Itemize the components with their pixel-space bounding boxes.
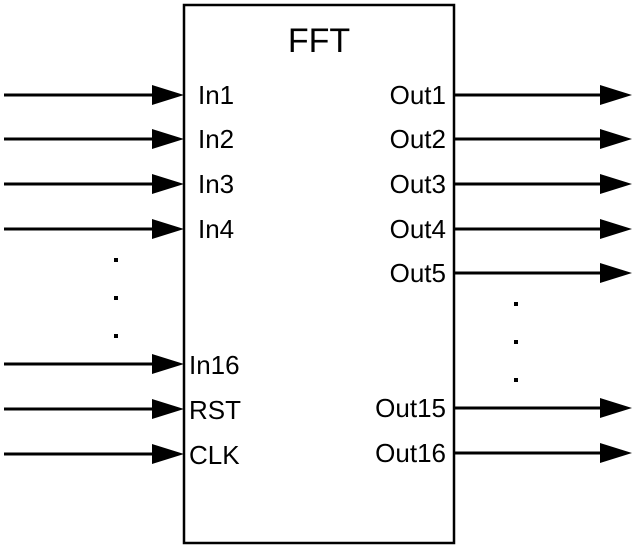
ellipsis-dot xyxy=(114,334,118,338)
output-arrows xyxy=(454,85,632,463)
input-label-in16: In16 xyxy=(189,350,240,380)
input-arrows xyxy=(4,85,184,464)
arrowhead-icon xyxy=(600,263,632,283)
arrowhead-icon xyxy=(152,354,184,374)
output-label-out4: Out4 xyxy=(390,214,446,244)
ellipsis-dot xyxy=(514,378,518,382)
fft-block xyxy=(182,3,456,545)
ellipsis-dot xyxy=(514,302,518,306)
arrowhead-icon xyxy=(152,174,184,194)
arrowhead-icon xyxy=(152,444,184,464)
input-label-in4: In4 xyxy=(198,214,234,244)
output-label-out1: Out1 xyxy=(390,80,446,110)
input-label-in1: In1 xyxy=(198,80,234,110)
arrowhead-icon xyxy=(600,398,632,418)
output-ellipsis xyxy=(514,302,518,382)
ellipsis-dot xyxy=(114,296,118,300)
arrowhead-icon xyxy=(152,219,184,239)
input-label-in2: In2 xyxy=(198,124,234,154)
input-label-clk: CLK xyxy=(189,440,240,470)
output-label-out2: Out2 xyxy=(390,124,446,154)
output-label-out5: Out5 xyxy=(390,258,446,288)
arrowhead-icon xyxy=(600,219,632,239)
output-label-out15: Out15 xyxy=(375,393,446,423)
output-labels: Out1 Out2 Out3 Out4 Out5 Out15 Out16 xyxy=(375,80,446,468)
arrowhead-icon xyxy=(152,85,184,105)
arrowhead-icon xyxy=(152,129,184,149)
input-label-rst: RST xyxy=(189,395,241,425)
output-label-out3: Out3 xyxy=(390,169,446,199)
arrowhead-icon xyxy=(600,129,632,149)
ellipsis-dot xyxy=(514,340,518,344)
input-label-in3: In3 xyxy=(198,169,234,199)
input-labels: In1 In2 In3 In4 In16 RST CLK xyxy=(189,80,241,470)
ellipsis-dot xyxy=(114,258,118,262)
arrowhead-icon xyxy=(600,85,632,105)
block-title: FFT xyxy=(288,22,350,60)
arrowhead-icon xyxy=(600,443,632,463)
output-label-out16: Out16 xyxy=(375,438,446,468)
input-ellipsis xyxy=(114,258,118,338)
arrowhead-icon xyxy=(152,399,184,419)
arrowhead-icon xyxy=(600,174,632,194)
